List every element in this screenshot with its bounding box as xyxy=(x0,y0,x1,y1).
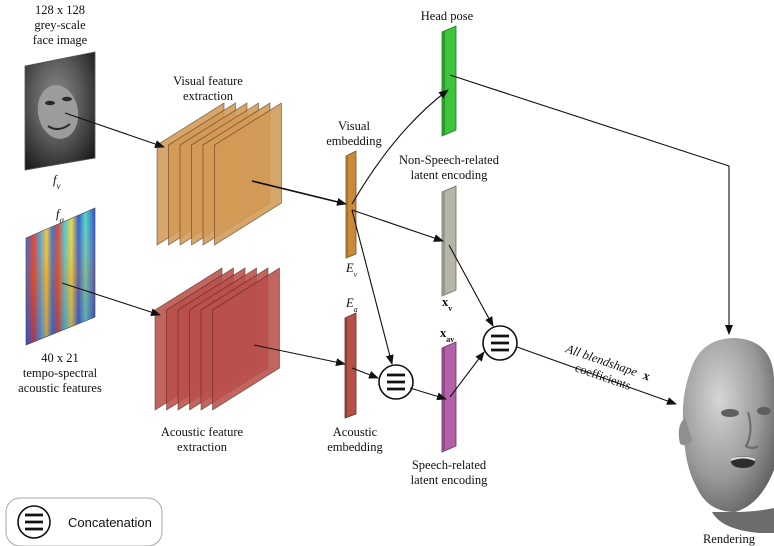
non-speech-label-1: Non-Speech-related xyxy=(399,153,500,167)
non-speech-bar xyxy=(441,185,457,297)
visual-extraction-label-1: Visual feature xyxy=(173,74,243,88)
acoustic-embedding-label-2: embedding xyxy=(327,440,383,454)
head-pose-label: Head pose xyxy=(421,9,474,23)
legend-label: Concatenation xyxy=(68,515,152,530)
arrow-visual-embedding-to-concat xyxy=(351,209,394,365)
acoustic-embedding-label-1: Acoustic xyxy=(333,425,378,439)
visual-embedding-label-1: Visual xyxy=(338,119,370,133)
spectrogram-image xyxy=(25,207,96,346)
rendered-head xyxy=(678,338,774,533)
visual-feature-layer xyxy=(214,102,282,246)
speech-symbol: xav xyxy=(440,326,454,344)
face-caption-line-1: 128 x 128 xyxy=(35,3,85,17)
non-speech-label-2: latent encoding xyxy=(411,168,488,182)
concatenation-icon xyxy=(17,505,51,539)
concatenation-node-latents xyxy=(482,325,518,361)
acoustic-embedding-bar xyxy=(344,312,357,419)
arrow-speech-to-concat xyxy=(449,351,485,398)
audio-caption-line-2: tempo-spectral xyxy=(23,366,98,380)
blendshape-symbol: x xyxy=(641,368,652,384)
face-caption-line-2: grey-scale xyxy=(34,18,86,32)
arrow-non-speech-to-concat xyxy=(448,244,494,327)
arrow-concat-to-speech xyxy=(409,387,447,401)
acoustic-extraction-label-1: Acoustic feature xyxy=(161,425,244,439)
face-image xyxy=(24,51,96,171)
arrow-acoustic-to-embedding xyxy=(253,344,346,367)
acoustic-feature-layer xyxy=(212,267,280,411)
visual-embedding-bar xyxy=(345,150,357,259)
audio-symbol: fa xyxy=(56,207,64,225)
visual-embedding-label-2: embedding xyxy=(326,134,382,148)
legend: Concatenation xyxy=(5,497,163,546)
speech-label-2: latent encoding xyxy=(411,473,488,487)
arrows xyxy=(61,74,733,405)
blendshape-label: All blendshape x coefficients xyxy=(563,341,652,393)
acoustic-extraction-label-2: extraction xyxy=(177,440,228,454)
arrow-acoustic-embedding-to-concat xyxy=(351,367,379,379)
non-speech-symbol: xv xyxy=(442,295,452,313)
arrow-head-pose-to-rendering xyxy=(449,74,733,335)
audio-caption-line-3: acoustic features xyxy=(18,381,102,395)
audio-caption-line-1: 40 x 21 xyxy=(41,351,79,365)
arrow-face-to-visual xyxy=(64,112,165,148)
speech-label-1: Speech-related xyxy=(412,458,487,472)
acoustic-embedding-symbol: Ea xyxy=(345,296,358,314)
rendering-label: Rendering xyxy=(703,532,756,546)
arrow-concat-to-rendering xyxy=(516,346,677,405)
visual-feature-stack xyxy=(156,102,282,246)
face-caption-line-3: face image xyxy=(33,33,88,47)
face-symbol: fv xyxy=(53,173,60,191)
arrow-audio-to-acoustic xyxy=(61,282,161,317)
visual-extraction-label-2: extraction xyxy=(183,89,234,103)
arrow-visual-to-embedding xyxy=(251,180,347,206)
visual-embedding-symbol: Ev xyxy=(345,261,358,279)
speech-bar xyxy=(441,341,457,453)
head-pose-bar xyxy=(441,25,457,137)
arrow-embedding-to-non-speech xyxy=(351,209,444,242)
arrow-embedding-to-head-pose xyxy=(351,89,449,205)
concatenation-node-audio-visual xyxy=(378,364,414,400)
acoustic-feature-stack xyxy=(154,267,280,411)
